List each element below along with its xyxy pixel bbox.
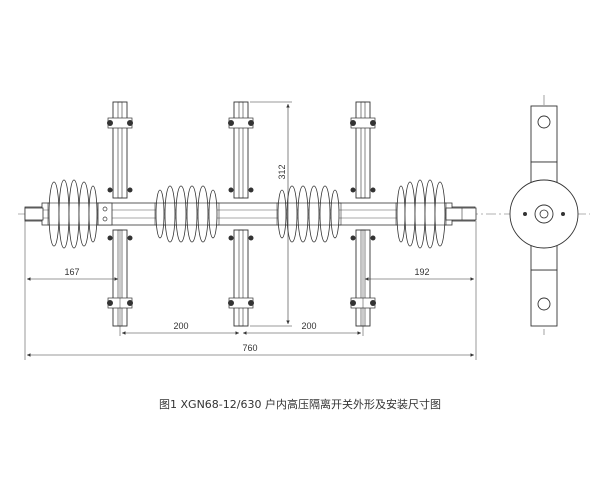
dimension-right: 192 (362, 221, 477, 360)
blade-assembly-1 (107, 101, 133, 327)
dimension-pitch: 200 200 (122, 321, 361, 335)
dimension-left: 167 (24, 221, 121, 360)
insulator-mid-left (154, 185, 220, 243)
dimension-pitch-2-label: 200 (301, 321, 316, 331)
dimension-overall: 760 (27, 343, 474, 357)
shaft-end-right (445, 207, 477, 221)
dimension-right-label: 192 (414, 267, 429, 277)
dimension-pitch-1-label: 200 (173, 321, 188, 331)
shaft (24, 202, 476, 226)
dimension-height: 312 (250, 101, 292, 327)
dimension-height-label: 312 (277, 164, 287, 179)
insulator-right (395, 179, 447, 249)
blade-assembly-2 (228, 101, 254, 327)
figure-caption: 图1 XGN68-12/630 户内高压隔离开关外形及安装尺寸图 (159, 398, 441, 411)
insulator-mid-right (276, 185, 342, 243)
insulator-left (47, 179, 99, 249)
dimension-overall-label: 760 (242, 343, 257, 353)
side-view (509, 95, 579, 335)
dimension-left-label: 167 (64, 267, 79, 277)
shaft-end-left (24, 202, 113, 226)
